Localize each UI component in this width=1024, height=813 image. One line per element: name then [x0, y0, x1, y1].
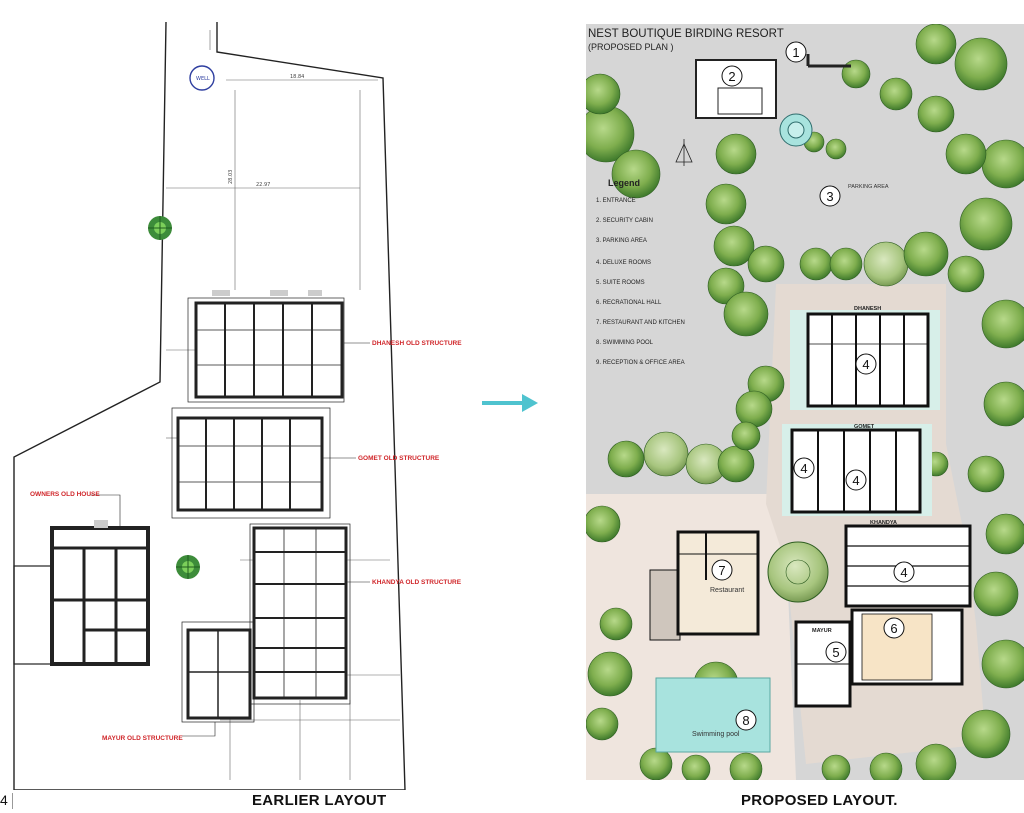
legend-item: 4. DELUXE ROOMS [596, 260, 651, 266]
label-dhanesh-old: DHANESH OLD STRUCTURE [372, 340, 462, 347]
block-label-khandya: KHANDYA [870, 520, 897, 526]
tree-canopy [586, 24, 1024, 780]
block-label-gomet: GOMET [854, 424, 875, 430]
plan-title: NEST BOUTIQUE BIRDING RESORT [588, 28, 784, 40]
block-label-dhanesh: DHANESH [854, 306, 881, 312]
legend-item: 3. PARKING AREA [596, 238, 647, 244]
legend-item: 1. ENTRANCE [596, 198, 636, 204]
label-owners-old: OWNERS OLD HOUSE [30, 491, 100, 498]
north-arrow-icon [675, 139, 693, 166]
legend-item: 9. RECEPTION & OFFICE AREA [596, 360, 685, 366]
svg-text:5: 5 [832, 645, 839, 660]
page-number: 4 [0, 792, 8, 808]
khandya-old-block [249, 523, 351, 705]
central-garden [767, 541, 829, 603]
label-gomet-old: GOMET OLD STRUCTURE [358, 455, 440, 462]
proposed-layout-plan: DHANESH GOMET KHANDYA MAYUR PARKING AREA… [586, 24, 1024, 780]
svg-text:4: 4 [852, 473, 859, 488]
marker-5: 5 [825, 641, 847, 663]
svg-text:3: 3 [826, 189, 833, 204]
svg-text:1: 1 [792, 45, 799, 60]
marker-8: 8 [735, 709, 757, 731]
marker-7: 7 [711, 559, 733, 581]
mayur-suite-block [794, 620, 852, 708]
recreational-hall [850, 608, 964, 686]
gomet-old-block [171, 407, 331, 519]
earlier-layout-plan: 18.84 22.97 28.03 WELL [0, 0, 470, 790]
block-label-mayur: MAYUR [812, 628, 832, 634]
tree-symbol-upper [148, 216, 172, 240]
well-label: WELL [196, 76, 210, 82]
plan-subtitle: (PROPOSED PLAN ) [588, 42, 674, 52]
site-boundary [13, 21, 406, 790]
legend-item: 7. RESTAURANT AND KITCHEN [596, 320, 685, 326]
caption-proposed-layout: PROPOSED LAYOUT. [741, 792, 898, 809]
dhanesh-old-block [187, 290, 345, 403]
marker-3: 3 [819, 185, 841, 207]
legend-item: 2. SECURITY CABIN [596, 218, 653, 224]
svg-text:6: 6 [890, 621, 897, 636]
svg-text:28.03: 28.03 [228, 170, 234, 184]
well-circle [189, 65, 215, 91]
legend: Legend 1. ENTRANCE 2. SECURITY CABIN 3. … [596, 178, 685, 366]
legend-item: 8. SWIMMING POOL [596, 340, 654, 346]
svg-text:8: 8 [742, 713, 749, 728]
svg-text:2: 2 [728, 69, 735, 84]
marker-4-khandya: 4 [893, 561, 915, 583]
transition-arrow-icon [480, 392, 540, 414]
plan-markers: 1 2 3 4 4 4 4 5 6 7 8 [711, 41, 915, 731]
mayur-old-block [181, 621, 255, 723]
svg-text:4: 4 [900, 565, 907, 580]
page-number-divider [12, 793, 13, 809]
dimension-lines [166, 30, 400, 780]
caption-earlier-layout: EARLIER LAYOUT [252, 792, 387, 809]
svg-text:22.97: 22.97 [256, 182, 270, 188]
marker-2: 2 [721, 65, 743, 87]
marker-4-gomet-right: 4 [845, 469, 867, 491]
svg-text:18.84: 18.84 [290, 74, 304, 80]
legend-item: 5. SUITE ROOMS [596, 280, 645, 286]
label-mayur-old: MAYUR OLD STRUCTURE [102, 735, 183, 742]
legend-item: 6. RECRATIONAL HALL [596, 300, 662, 306]
area-label-restaurant: Restaurant [710, 587, 744, 594]
marker-1: 1 [785, 41, 807, 63]
tree-symbol-lower [176, 555, 200, 579]
svg-text:4: 4 [800, 461, 807, 476]
marker-4-gomet-left: 4 [793, 457, 815, 479]
legend-title: Legend [608, 178, 640, 188]
marker-4-dhanesh: 4 [855, 353, 877, 375]
area-label-pool: Swimming pool [692, 731, 740, 738]
svg-text:4: 4 [862, 357, 869, 372]
area-label-parking: PARKING AREA [848, 184, 889, 190]
marker-6: 6 [883, 617, 905, 639]
label-khandya-old: KHANDYA OLD STRUCTURE [372, 579, 462, 586]
owners-old-house [13, 520, 150, 666]
restaurant-block [649, 530, 760, 641]
pool-fountain [779, 113, 813, 147]
svg-text:7: 7 [718, 563, 725, 578]
